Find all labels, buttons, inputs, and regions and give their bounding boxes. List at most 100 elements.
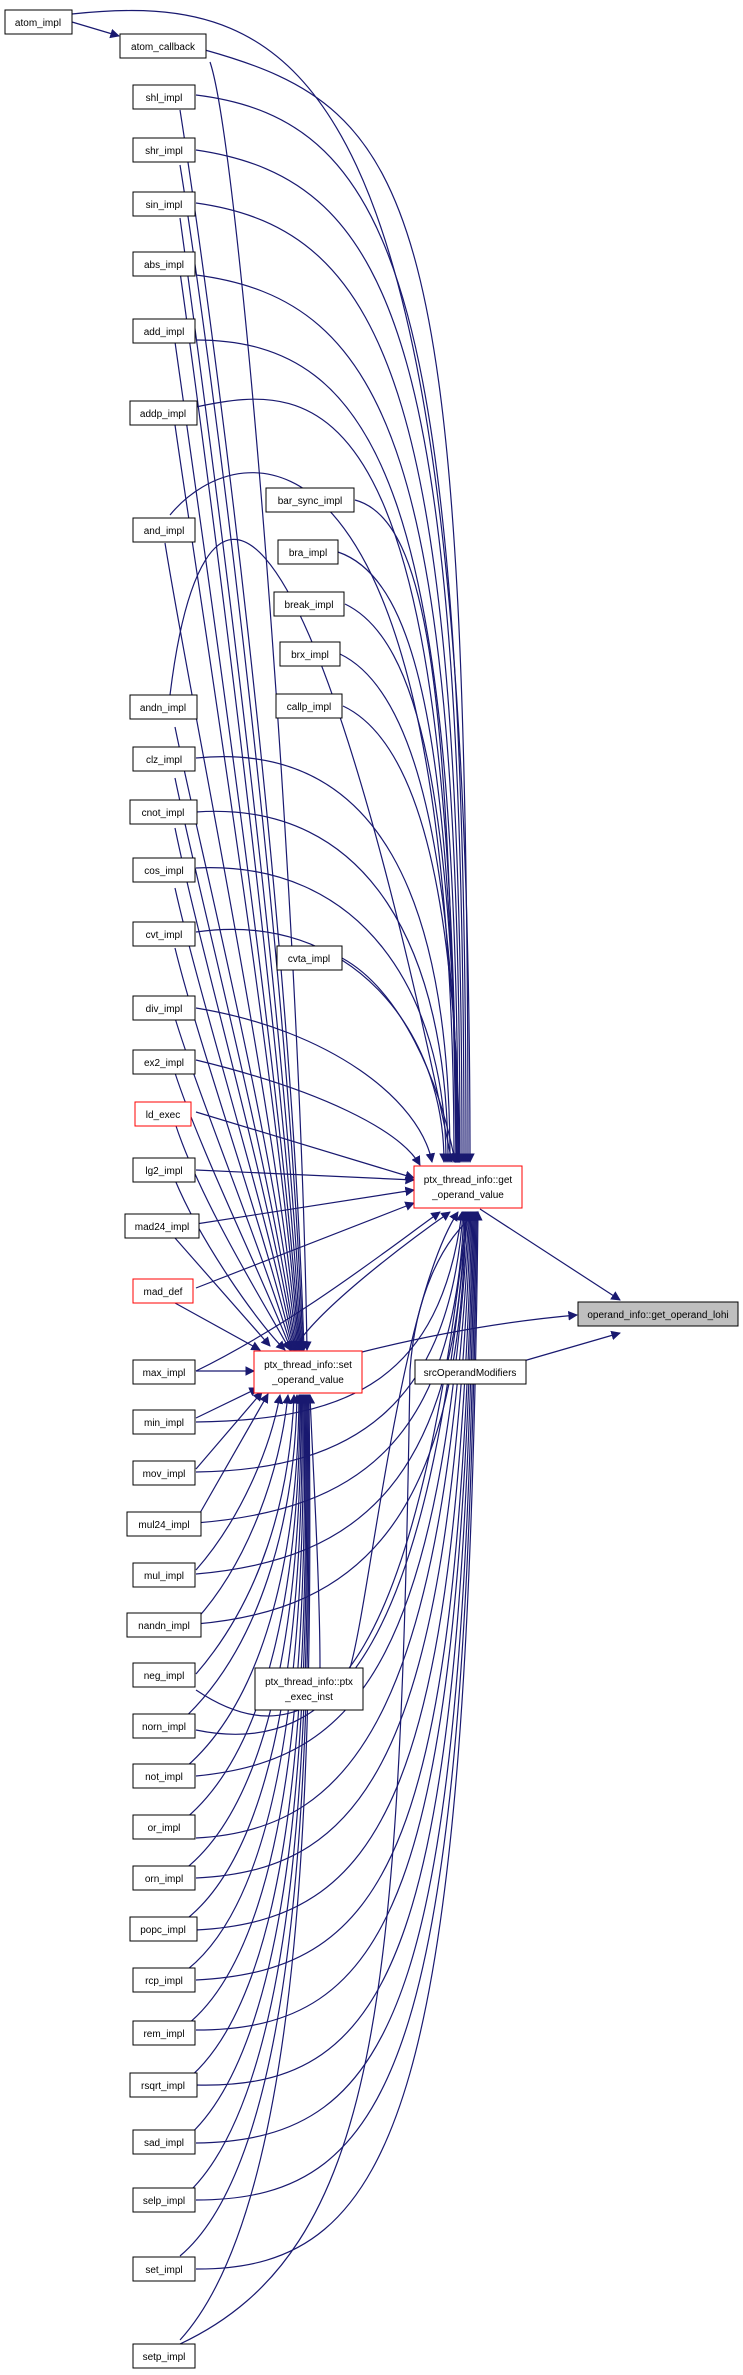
node-break_impl[interactable]: break_impl [273,591,345,617]
node-box [132,137,196,163]
node-srcOperandModifiers[interactable]: srcOperandModifiers [414,1359,527,1385]
node-label: sin_impl [146,200,183,211]
node-sad_impl[interactable]: sad_impl [132,2129,196,2155]
node-rem_impl[interactable]: rem_impl [132,2020,196,2046]
node-get_operand_lohi[interactable]: operand_info::get_operand_lohi [577,1301,739,1327]
call-edge [195,1394,292,1621]
node-label: operand_info::get_operand_lohi [587,1310,728,1321]
call-edge [179,1211,479,2345]
edge-atom_callback-set_operand_value [209,61,312,1351]
node-box [132,2343,196,2369]
node-popc_impl[interactable]: popc_impl [129,1916,198,1942]
node-bar_sync_impl[interactable]: bar_sync_impl [265,487,355,513]
node-label: orn_impl [145,1874,183,1885]
node-max_impl[interactable]: max_impl [132,1359,196,1385]
node-box [132,2129,196,2155]
node-label: sad_impl [144,2138,184,2149]
node-label: shr_impl [145,146,183,157]
call-edge [179,1394,314,2341]
node-cos_impl[interactable]: cos_impl [132,857,196,883]
node-label: andn_impl [140,703,186,714]
node-label: lg2_impl [145,1166,182,1177]
node-abs_impl[interactable]: abs_impl [132,251,196,277]
node-label: nandn_impl [138,1621,190,1632]
node-label: break_impl [285,600,334,611]
call-edge [195,1111,415,1181]
node-mul_impl[interactable]: mul_impl [132,1562,196,1588]
node-mul24_impl[interactable]: mul24_impl [126,1511,202,1537]
node-shr_impl[interactable]: shr_impl [132,137,196,163]
node-label: shl_impl [146,93,183,104]
node-box [132,995,196,1021]
node-label: set_impl [145,2265,182,2276]
node-brx_impl[interactable]: brx_impl [279,641,341,667]
node-label: min_impl [144,1418,184,1429]
node-or_impl[interactable]: or_impl [132,1814,196,1840]
node-and_impl[interactable]: and_impl [132,517,196,543]
call-edge [195,1393,269,1521]
call-edge [179,1394,304,1773]
node-cvt_impl[interactable]: cvt_impl [132,921,196,947]
node-label: and_impl [144,526,185,537]
node-neg_impl[interactable]: neg_impl [132,1662,196,1688]
node-set_impl[interactable]: set_impl [132,2256,196,2282]
call-edge [195,756,455,1163]
call-edge [195,1211,441,1372]
node-label: setp_impl [143,2352,186,2363]
node-label: bar_sync_impl [278,496,342,507]
node-lg2_impl[interactable]: lg2_impl [132,1157,196,1183]
node-atom_impl[interactable]: atom_impl [4,9,73,35]
node-nandn_impl[interactable]: nandn_impl [126,1612,202,1638]
node-sin_impl[interactable]: sin_impl [132,191,196,217]
node-min_impl[interactable]: min_impl [132,1409,196,1435]
node-label: clz_impl [146,755,182,766]
call-edge [174,947,296,1351]
node-rsqrt_impl[interactable]: rsqrt_impl [129,2072,198,2098]
node-mov_impl[interactable]: mov_impl [132,1460,196,1486]
call-edge [195,1059,421,1166]
node-ld_exec[interactable]: ld_exec [134,1101,192,1127]
node-cnot_impl[interactable]: cnot_impl [129,799,198,825]
node-label: callp_impl [287,702,331,713]
node-box [4,9,73,35]
node-box [119,33,207,59]
node-box [129,1916,198,1942]
node-label: _operand_value [271,1375,344,1386]
node-callp_impl[interactable]: callp_impl [275,693,343,719]
node-rcp_impl[interactable]: rcp_impl [132,1967,196,1993]
node-cvta_impl[interactable]: cvta_impl [276,945,343,971]
call-edge [195,1211,466,1423]
node-mad24_impl[interactable]: mad24_impl [124,1213,200,1239]
node-box [132,1278,194,1304]
call-edge [195,1201,415,1289]
node-norn_impl[interactable]: norn_impl [132,1713,196,1739]
call-edge [195,1394,284,1571]
node-box [132,517,196,543]
node-get_operand_value[interactable]: ptx_thread_info::get _operand_value [413,1165,523,1209]
node-clz_impl[interactable]: clz_impl [132,746,196,772]
node-set_operand_value[interactable]: ptx_thread_info::set _operand_value [253,1350,363,1394]
node-andn_impl[interactable]: andn_impl [129,694,198,720]
call-edge [174,1237,271,1347]
node-add_impl[interactable]: add_impl [132,318,196,344]
call-edge [179,1394,310,2086]
node-div_impl[interactable]: div_impl [132,995,196,1021]
node-box [132,1662,196,1688]
node-bra_impl[interactable]: bra_impl [277,539,339,565]
node-addp_impl[interactable]: addp_impl [129,400,198,426]
node-setp_impl[interactable]: setp_impl [132,2343,196,2369]
node-label: div_impl [146,1004,183,1015]
node-mad_def[interactable]: mad_def [132,1278,194,1304]
node-box [132,1713,196,1739]
node-ptx_exec_inst[interactable]: ptx_thread_info::ptx _exec_inst [254,1667,364,1711]
node-not_impl[interactable]: not_impl [132,1763,196,1789]
node-atom_callback[interactable]: atom_callback [119,33,207,59]
node-ex2_impl[interactable]: ex2_impl [132,1049,196,1075]
node-orn_impl[interactable]: orn_impl [132,1865,196,1891]
node-label: ptx_thread_info::get [424,1175,513,1186]
node-label: mad24_impl [135,1222,189,1233]
node-shl_impl[interactable]: shl_impl [132,84,196,110]
node-label: ptx_thread_info::set [264,1360,352,1371]
node-selp_impl[interactable]: selp_impl [132,2187,196,2213]
node-box [132,318,196,344]
